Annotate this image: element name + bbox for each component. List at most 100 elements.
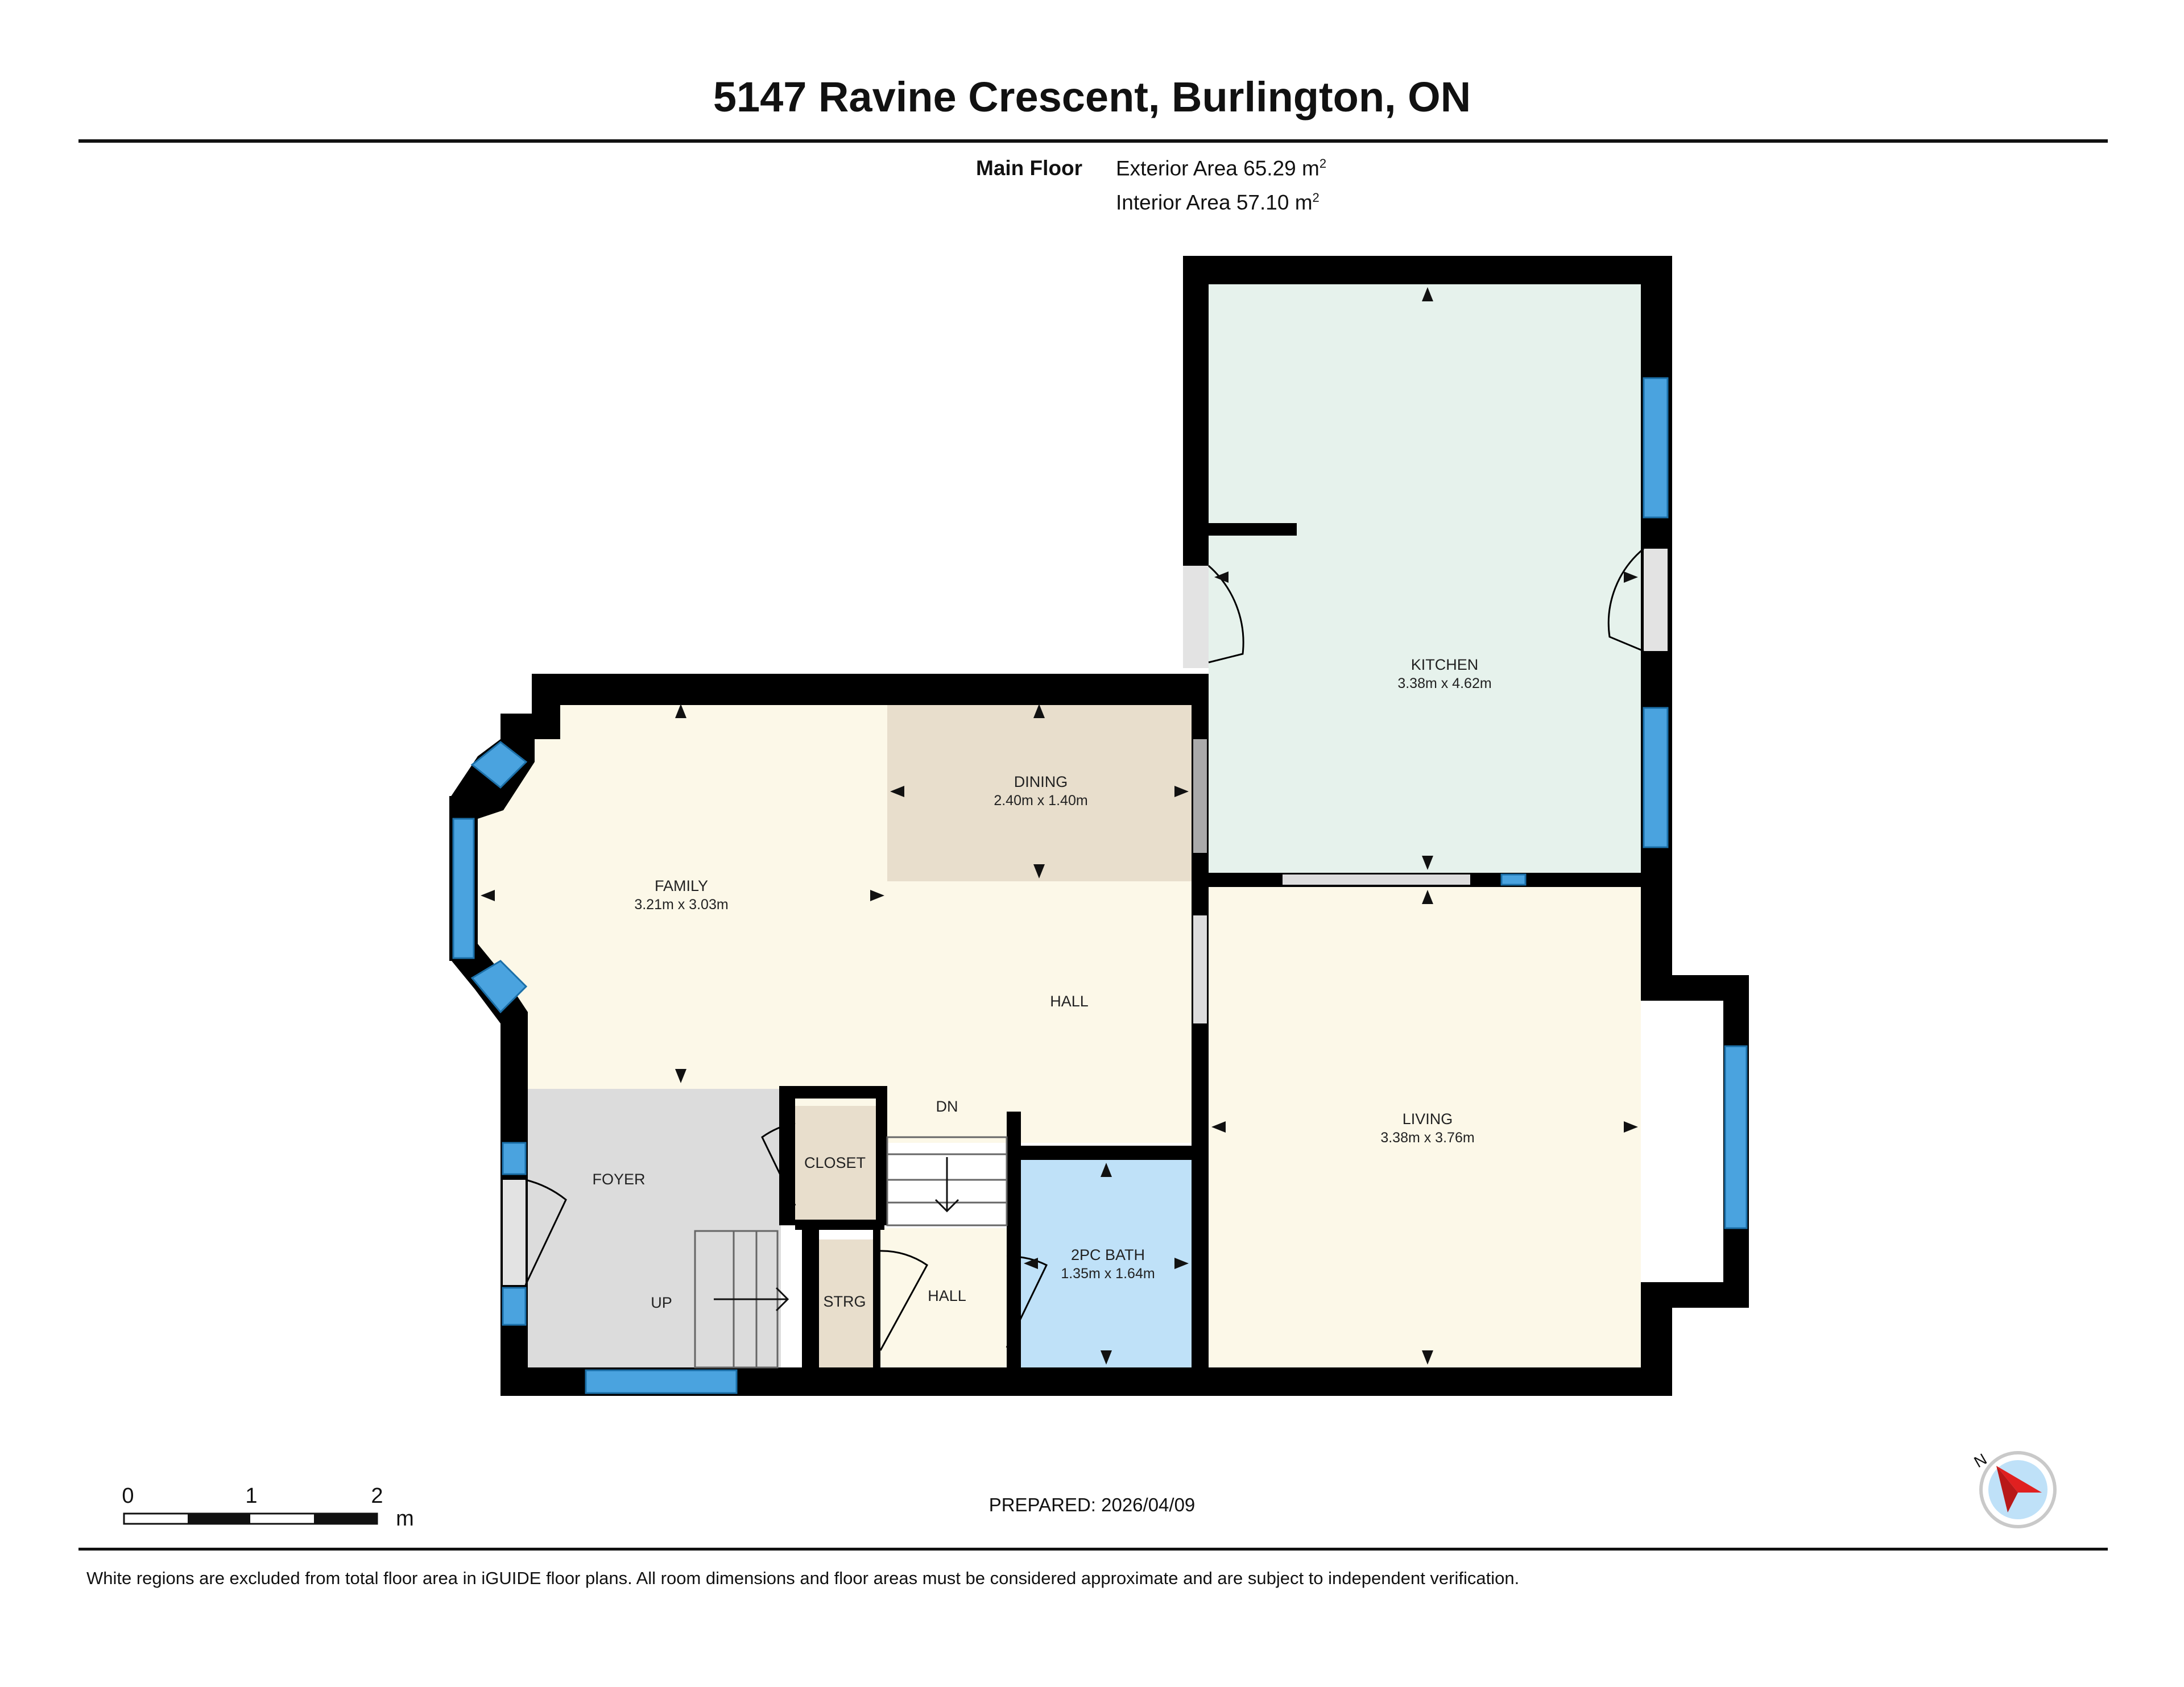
living-dims: 3.38m x 3.76m bbox=[1380, 1130, 1474, 1146]
stairs-down-label: DN bbox=[936, 1098, 958, 1115]
kitchen-back-door-opening bbox=[1644, 549, 1668, 651]
marker bbox=[1422, 1350, 1433, 1365]
foyer-window bbox=[585, 1369, 738, 1394]
marker bbox=[1174, 1258, 1189, 1269]
wall bbox=[1021, 1146, 1192, 1160]
marker bbox=[675, 1069, 686, 1083]
front-door-opening bbox=[503, 1180, 526, 1285]
windows bbox=[452, 377, 1748, 1394]
plan-title: 5147 Ravine Crescent, Burlington, ON bbox=[713, 73, 1471, 121]
bay-window-lower bbox=[470, 960, 528, 1014]
wall bbox=[1209, 523, 1297, 536]
wall bbox=[532, 674, 560, 739]
bath-label: 2PC BATH bbox=[1071, 1246, 1145, 1263]
marker bbox=[1174, 786, 1189, 797]
marker bbox=[1624, 571, 1638, 583]
interior-area-label: Interior Area bbox=[1116, 190, 1231, 214]
marker bbox=[1033, 864, 1045, 878]
marker bbox=[481, 890, 495, 901]
storage-door bbox=[879, 1250, 928, 1351]
marker bbox=[675, 704, 686, 718]
living-label: LIVING bbox=[1403, 1110, 1453, 1128]
wall bbox=[795, 1220, 884, 1230]
living-bay-window bbox=[1724, 1045, 1748, 1229]
marker bbox=[1422, 856, 1433, 870]
kitchen-window-lower bbox=[1643, 707, 1669, 848]
scale-bar: 0 1 2 m bbox=[122, 1484, 413, 1531]
wall bbox=[802, 1230, 819, 1367]
kitchen-window-upper bbox=[1643, 377, 1669, 519]
scale-tick-1: 1 bbox=[245, 1484, 257, 1508]
stairs-down-arrow bbox=[934, 1157, 959, 1213]
marker bbox=[1422, 287, 1433, 301]
wall bbox=[532, 674, 1209, 705]
wall bbox=[779, 1086, 795, 1225]
closet-door bbox=[761, 1122, 796, 1206]
scale-unit: m bbox=[396, 1507, 414, 1531]
floor-label: Main Floor bbox=[976, 156, 1083, 180]
stairs-up-arrow bbox=[714, 1287, 789, 1312]
scale-bar-segment bbox=[314, 1514, 377, 1524]
bath-dims: 1.35m x 1.64m bbox=[1061, 1266, 1155, 1282]
kitchen-side-door bbox=[1208, 565, 1244, 664]
foyer-label: FOYER bbox=[592, 1171, 645, 1188]
storage-fill bbox=[819, 1240, 873, 1367]
marker bbox=[1101, 1350, 1112, 1365]
bath-door bbox=[1006, 1255, 1048, 1348]
wall bbox=[500, 714, 535, 739]
foyer-side-window-2 bbox=[502, 1287, 527, 1326]
stairs-up-label: UP bbox=[651, 1294, 672, 1311]
marker bbox=[1211, 1121, 1226, 1133]
marker bbox=[1033, 704, 1045, 718]
small-hall-label: HALL bbox=[928, 1287, 966, 1304]
exterior-area-value: 65.29 m bbox=[1243, 156, 1320, 180]
wall bbox=[876, 1086, 887, 1225]
wall bbox=[1007, 1112, 1021, 1367]
prepared-date: PREPARED: 2026/04/09 bbox=[988, 1494, 1196, 1515]
exterior-area: Exterior Area 65.29 m2 bbox=[1116, 156, 1326, 180]
foyer-side-window-1 bbox=[502, 1142, 527, 1175]
wall bbox=[779, 1086, 887, 1099]
marker bbox=[1101, 1163, 1112, 1177]
foyer-fill bbox=[528, 1089, 781, 1367]
compass-needle-north bbox=[1996, 1466, 2042, 1493]
exterior-area-label: Exterior Area bbox=[1116, 156, 1238, 180]
compass-icon: N bbox=[1971, 1450, 2057, 1528]
compass-needle-shade bbox=[1996, 1466, 2018, 1512]
dining-label: DINING bbox=[1014, 773, 1068, 790]
marker bbox=[870, 890, 884, 901]
exterior-area-unit-sup: 2 bbox=[1319, 156, 1327, 171]
kitchen-label: KITCHEN bbox=[1411, 656, 1479, 673]
family-dims: 3.21m x 3.03m bbox=[634, 897, 728, 913]
interior-area: Interior Area 57.10 m2 bbox=[1116, 190, 1320, 214]
disclaimer-note: White regions are excluded from total fl… bbox=[86, 1568, 1520, 1588]
kitchen-living-opening bbox=[1283, 874, 1470, 885]
header-divider bbox=[78, 139, 2108, 143]
closet-label: CLOSET bbox=[804, 1154, 866, 1171]
dining-fill bbox=[887, 705, 1192, 881]
bath-fill bbox=[1021, 1160, 1192, 1367]
wall bbox=[1183, 256, 1672, 284]
interior-area-value: 57.10 m bbox=[1236, 190, 1313, 214]
bay-window-upper bbox=[470, 741, 528, 789]
kitchen-side-door-opening bbox=[1183, 566, 1209, 668]
wall bbox=[873, 1230, 880, 1367]
scale-tick-2: 2 bbox=[371, 1484, 383, 1508]
scale-bar-segment bbox=[188, 1514, 250, 1524]
kitchen-back-door bbox=[1607, 548, 1644, 652]
closet-fill bbox=[795, 1106, 884, 1220]
small-hall-fill bbox=[880, 1228, 1007, 1367]
door-swings bbox=[524, 548, 1644, 1351]
marker bbox=[1214, 571, 1228, 583]
kitchen-dims: 3.38m x 4.62m bbox=[1397, 675, 1491, 691]
wall bbox=[1183, 256, 1209, 566]
interior-area-unit-sup: 2 bbox=[1312, 190, 1320, 205]
stairs-up bbox=[694, 1230, 789, 1369]
hall-opening bbox=[1193, 915, 1207, 1023]
storage-label: STRG bbox=[823, 1293, 866, 1310]
dining-opening bbox=[1193, 739, 1207, 853]
kitchen-fill bbox=[1209, 284, 1641, 876]
marker bbox=[890, 786, 904, 797]
living-fill bbox=[1209, 887, 1641, 1367]
